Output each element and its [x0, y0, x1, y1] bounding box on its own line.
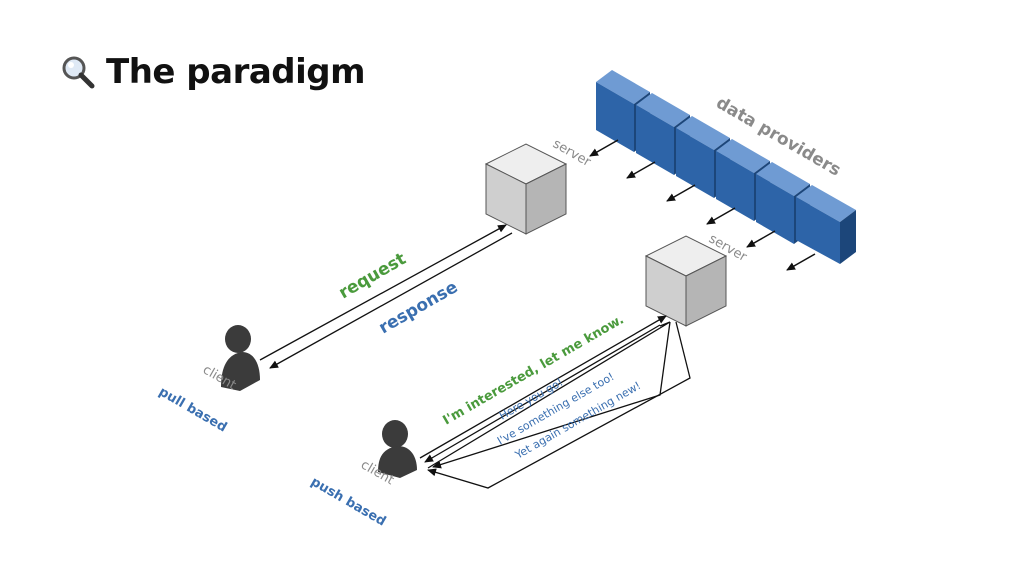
- response-label: response: [376, 277, 462, 338]
- data-providers: [596, 70, 856, 264]
- provider-arrow-4: [706, 207, 736, 225]
- provider-arrow-1: [589, 139, 619, 157]
- provider-arrow-3: [666, 184, 696, 202]
- magnifier-icon: [62, 56, 95, 89]
- pull-arrows: [259, 224, 513, 369]
- interest-arrow: [419, 315, 667, 459]
- response-arrow: [269, 232, 513, 369]
- push-client-icon: [378, 420, 417, 478]
- provider-arrow-2: [626, 161, 656, 179]
- pull-mode-label: pull based: [156, 384, 229, 435]
- server-cube-push: [644, 235, 728, 327]
- push-mode-label: push based: [308, 474, 388, 529]
- message-arrow-3: [427, 321, 691, 489]
- push-arrows: [419, 315, 691, 489]
- request-arrow: [259, 224, 507, 361]
- provider-arrows: [589, 139, 816, 271]
- provider-arrow-6: [786, 253, 816, 271]
- server-cube-pull: [484, 143, 568, 235]
- request-label: request: [336, 249, 410, 303]
- page-title: The paradigm: [106, 52, 366, 92]
- pull-client-icon: [221, 325, 260, 391]
- slide-title: The paradigm: [60, 52, 366, 92]
- provider-block-6: [796, 185, 856, 264]
- provider-arrow-5: [746, 230, 776, 248]
- message-arrow-2-line: [427, 321, 671, 469]
- message-arrow-1: [424, 324, 661, 463]
